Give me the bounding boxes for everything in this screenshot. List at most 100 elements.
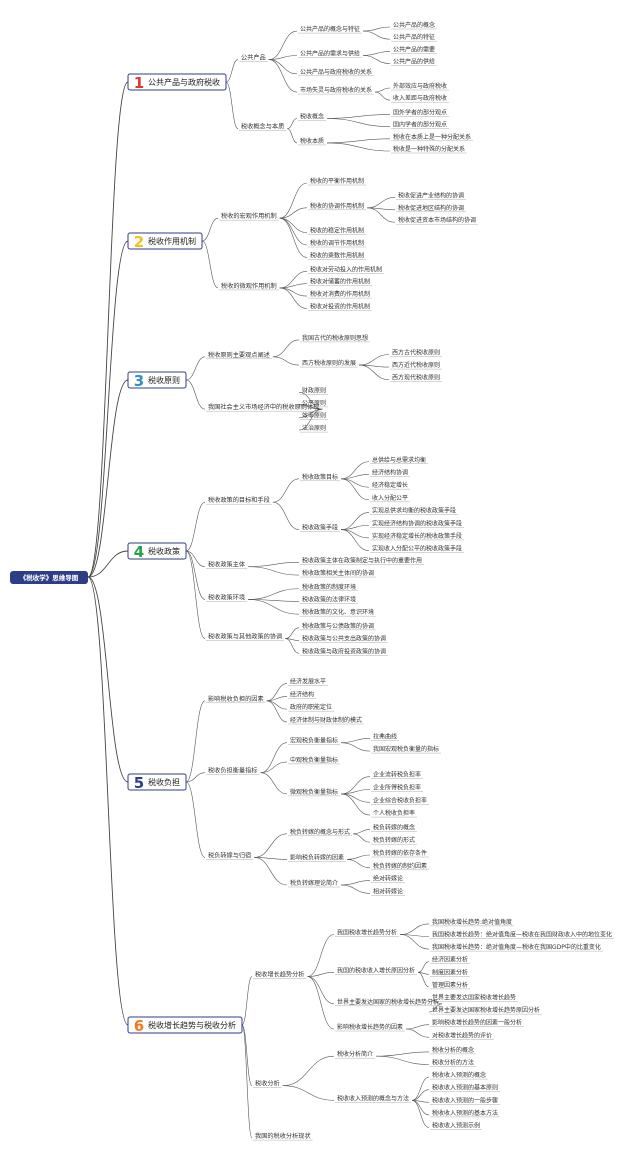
topic-node[interactable]: 经济稳定增长 xyxy=(370,481,411,490)
topic-node[interactable]: 税收政策环境 xyxy=(206,593,248,602)
topic-node[interactable]: 影响税负转嫁的因素 xyxy=(288,853,347,862)
topic-node[interactable]: 税收是一种特殊的分配关系 xyxy=(391,145,468,154)
topic-node[interactable]: 税收对投资的作用机制 xyxy=(308,303,373,311)
topic-node[interactable]: 西方税收原则的发展 xyxy=(300,359,359,368)
topic-node[interactable]: 影响税收增长趋势的因素一般分析 xyxy=(430,1019,525,1027)
topic-node[interactable]: 管理因素分析 xyxy=(430,981,471,990)
topic-node[interactable]: 税收增长趋势分析 xyxy=(253,971,307,979)
topic-node[interactable]: 税收收入预测的一般步骤 xyxy=(430,1096,501,1105)
topic-node[interactable]: 拉弗曲线 xyxy=(371,732,400,741)
topic-node[interactable]: 我国税收增长趋势：绝对值角度—税收在我国财政收入中的地位变化 xyxy=(430,931,615,939)
topic-node[interactable]: 世界主要发达国家税收增长趋势原因分析 xyxy=(430,1006,543,1015)
topic-node[interactable]: 税收概念与本质 xyxy=(239,123,287,131)
topic-node[interactable]: 企业综合税收负担率 xyxy=(371,796,430,805)
topic-node[interactable]: 税收概念 xyxy=(298,113,327,121)
topic-node[interactable]: 我国的税收分析现状 xyxy=(253,1132,313,1141)
topic-node[interactable]: 经济发展水平 xyxy=(288,678,329,686)
topic-node[interactable]: 收入分配公平 xyxy=(370,494,411,503)
topic-node[interactable]: 税收政策的文化、意识环境 xyxy=(300,608,377,617)
topic-node[interactable]: 经济结构 xyxy=(288,690,317,699)
topic-node[interactable]: 世界主要发达国家的税收增长趋势分析 xyxy=(335,998,442,1006)
topic-node[interactable]: 我国税收增长趋势分析 xyxy=(335,929,400,937)
topic-node[interactable]: 税收的微观作用机制 xyxy=(219,282,279,291)
topic-node[interactable]: 我国税收增长趋势:绝对值角度 xyxy=(430,918,515,927)
topic-node[interactable]: 总供给与总需求均衡 xyxy=(370,456,429,464)
topic-node[interactable]: 公共产品的概念与特征 xyxy=(298,25,363,34)
topic-node[interactable]: 中观税负衡量指标 xyxy=(288,756,341,765)
topic-node[interactable]: 个人税收负担率 xyxy=(371,809,418,818)
topic-node[interactable]: 税收的平衡作用机制 xyxy=(308,177,367,186)
topic-node[interactable]: 税负转嫁理论简介 xyxy=(288,879,341,888)
topic-node[interactable]: 微观税负衡量指标 xyxy=(288,788,341,797)
topic-node[interactable]: 税负转嫁的概念 xyxy=(371,823,418,832)
topic-node[interactable]: 世界主要发达国家税收增长趋势 xyxy=(430,994,519,1002)
topic-node[interactable]: 企业所得税负担率 xyxy=(371,784,424,792)
topic-node[interactable]: 影响税收负担的因素 xyxy=(206,695,266,703)
topic-node[interactable]: 效率原则 xyxy=(300,412,329,420)
topic-node[interactable]: 公共产品与政府税收的关系 xyxy=(298,68,375,77)
topic-node[interactable]: 税收政策的制度环境 xyxy=(300,583,359,591)
topic-node[interactable]: 我国的税收收入增长原因分析 xyxy=(335,966,418,975)
topic-node[interactable]: 税负转嫁与归宿 xyxy=(206,851,254,860)
topic-node[interactable]: 税收收入预测的基本原则 xyxy=(430,1084,501,1092)
topic-node[interactable]: 经济结构协调 xyxy=(370,468,411,477)
topic-node[interactable]: 影响税收增长趋势的因素 xyxy=(335,1023,406,1032)
topic-node[interactable]: 实现收入分配公平的税收政策手段 xyxy=(370,545,465,553)
topic-node[interactable]: 公共产品的特征 xyxy=(391,33,438,42)
topic-node[interactable]: 税收政策相关主体间的协调 xyxy=(300,569,377,578)
topic-node[interactable]: 经济体制与财政体制的模式 xyxy=(288,716,365,725)
topic-node[interactable]: 公共产品的供给 xyxy=(391,58,438,66)
topic-node[interactable]: 税收分析的方法 xyxy=(430,1059,477,1067)
topic-node[interactable]: 税收的协调作用机制 xyxy=(308,202,367,211)
topic-node[interactable]: 税收在本质上是一种分配关系 xyxy=(391,133,474,142)
topic-node[interactable]: 实现总供求均衡的税收政策手段 xyxy=(370,507,459,515)
topic-node[interactable]: 制度因素分析 xyxy=(430,968,471,977)
topic-node[interactable]: 国外学者的部分观点 xyxy=(391,108,450,117)
topic-node[interactable]: 税收分析简介 xyxy=(335,1050,376,1059)
topic-node[interactable]: 外部效应与政府税收 xyxy=(391,82,450,91)
topic-node[interactable]: 税收政策的法律环境 xyxy=(300,595,359,604)
topic-node[interactable]: 税收负担衡量指标 xyxy=(206,767,260,775)
topic-node[interactable]: 对税收增长趋势的评价 xyxy=(430,1031,495,1040)
topic-node[interactable]: 税收政策与公债政策的协调 xyxy=(300,622,377,631)
root-node[interactable]: 《税收学》思维导图 xyxy=(10,571,88,584)
topic-node[interactable]: 税收收入预测的概念 xyxy=(430,1071,489,1080)
topic-node[interactable]: 税负转嫁的概念与形式 xyxy=(288,828,353,836)
topic-node[interactable]: 税收促进资本市场结构的协调 xyxy=(396,216,479,225)
topic-node[interactable]: 我国税收增长趋势：绝对值角度—税收在我国GDP中的比重变化 xyxy=(430,943,603,952)
topic-node[interactable]: 实现经济稳定增长的税收政策手段 xyxy=(370,532,465,541)
topic-node[interactable]: 西方现代税收原则 xyxy=(390,374,443,382)
topic-node[interactable]: 税收收入预测的概念与方法 xyxy=(335,1094,412,1103)
topic-node[interactable]: 西方近代税收原则 xyxy=(390,361,443,370)
topic-node[interactable]: 财政原则 xyxy=(300,386,329,395)
topic-node[interactable]: 公共产品的概念 xyxy=(391,21,438,30)
topic-node[interactable]: 企业流转税负担率 xyxy=(371,771,424,779)
topic-node[interactable]: 税收的宏观作用机制 xyxy=(219,212,279,221)
topic-node[interactable]: 我国古代的税收原则思想 xyxy=(300,334,371,343)
topic-node[interactable]: 国内学者的部分观点 xyxy=(391,121,450,129)
topic-node[interactable]: 市场失灵与政府税收的关系 xyxy=(298,86,375,95)
topic-node[interactable]: 税收政策手段 xyxy=(300,524,341,532)
topic-node[interactable]: 税负转嫁的依存条件 xyxy=(371,849,430,858)
topic-node[interactable]: 实现经济结构协调的税收政策手段 xyxy=(370,519,465,528)
topic-node[interactable]: 税负转嫁的制约因素 xyxy=(371,862,430,870)
topic-node[interactable]: 税收分析 xyxy=(253,1080,282,1088)
topic-node[interactable]: 税收促进地区结构的协调 xyxy=(396,204,467,213)
topic-node[interactable]: 税收政策与公共支出政策的协调 xyxy=(300,635,389,643)
topic-node[interactable]: 我国宏观税负衡量的指标 xyxy=(371,745,442,754)
topic-node[interactable]: 税收政策目标 xyxy=(300,473,341,481)
topic-node[interactable]: 税收的调节作用机制 xyxy=(308,239,367,248)
topic-node[interactable]: 税收原则主要观点阐述 xyxy=(206,351,272,359)
topic-node[interactable]: 税收对消费的作用机制 xyxy=(308,290,373,299)
topic-node[interactable]: 税收政策主体在政策制定与执行中的重要作用 xyxy=(300,556,425,565)
topic-node[interactable]: 税收对储蓄的作用机制 xyxy=(308,278,373,286)
topic-node[interactable]: 税收促进产业结构的协调 xyxy=(396,191,467,200)
topic-node[interactable]: 税收收入预测的基本方法 xyxy=(430,1109,501,1118)
topic-node[interactable]: 政府的职能定位 xyxy=(288,703,335,712)
topic-node[interactable]: 税收分析的概念 xyxy=(430,1046,477,1055)
